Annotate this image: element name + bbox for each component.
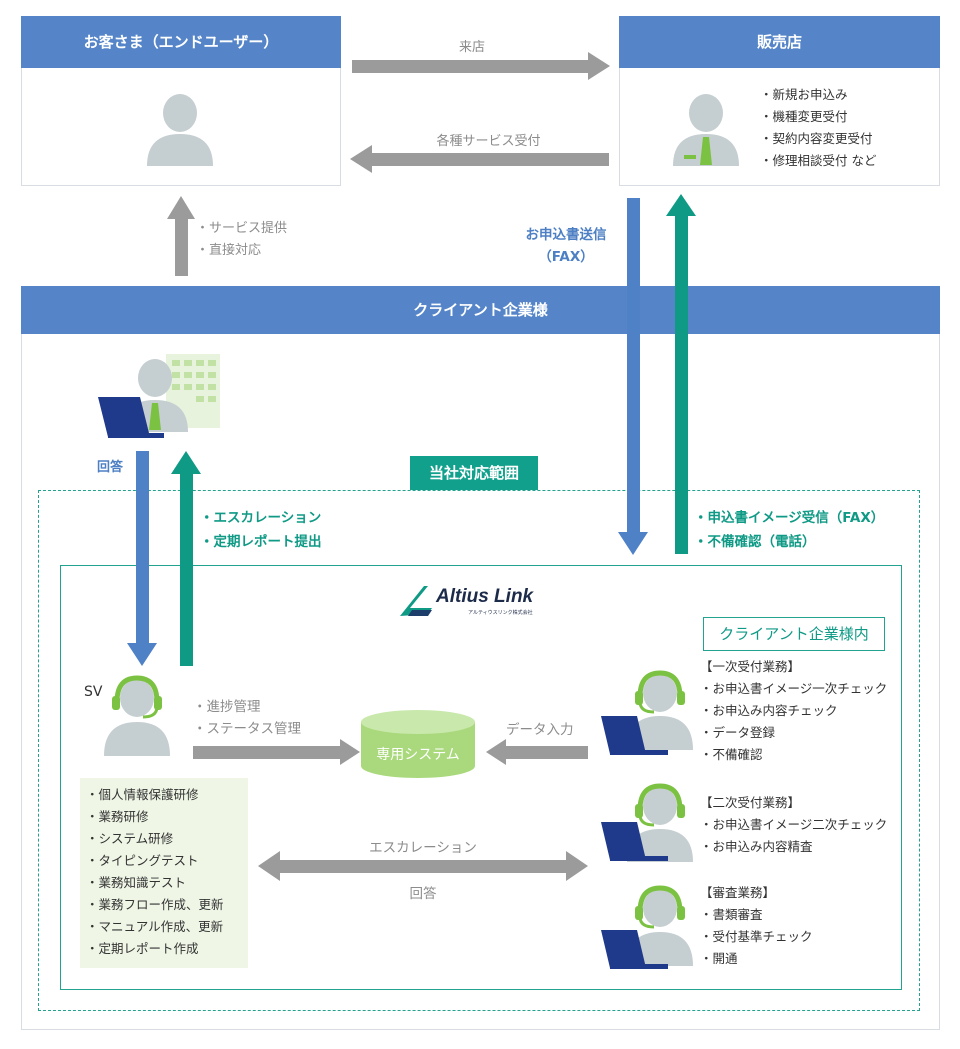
operation-item: ・データ登録 [700,725,776,740]
image-receive-label: ・申込書イメージ受信（FAX） ・不備確認（電話） [694,506,884,554]
training-item: ・業務知識テスト [86,875,187,890]
store-header: 販売店 [619,16,940,68]
sv-label: SV [84,684,103,700]
escalation-up-arrow [171,451,201,666]
progress-arrow [193,739,360,765]
operation-group-1: 【一次受付業務】 ・お申込書イメージ一次チェック ・お申込み内容チェック ・デー… [700,656,887,766]
escalation-top-line: ・エスカレーション [200,510,322,526]
store-task: ・機種変更受付 [760,109,848,124]
training-item: ・個人情報保護研修 [86,787,199,802]
scope-label: 当社対応範囲 [410,456,538,490]
service-provision-arrow [167,196,195,276]
system-cylinder-icon [361,710,475,778]
operation-item: ・受付基準チェック [700,929,813,944]
data-entry-arrow [486,739,588,765]
image-receive-line: ・申込書イメージ受信（FAX） [694,510,885,526]
client-internal-label: クライアント企業様内 [703,617,885,651]
visit-label: 来店 [458,40,485,55]
data-entry-label: データ入力 [506,722,574,738]
client-person-icon [98,354,220,438]
operation-item: ・お申込書イメージ二次チェック [700,817,888,832]
application-send-arrow [618,198,648,555]
progress-item: ・ステータス管理 [193,721,301,737]
store-task: ・新規お申込み [760,87,848,102]
escalation-double-arrow [258,851,588,881]
operation-group-3: 【審査業務】 ・書類審査 ・受付基準チェック ・開通 [700,882,813,970]
answer-mid-label: 回答 [409,886,437,902]
operation-item: ・お申込み内容チェック [700,703,838,718]
client-header: クライアント企業様 [21,286,940,334]
scope-area [38,490,920,1011]
operation-group-2: 【二次受付業務】 ・お申込書イメージ二次チェック ・お申込み内容精査 [700,792,887,858]
system-label: 専用システム [376,747,460,763]
training-item: ・業務研修 [86,809,149,824]
store-task: ・契約内容変更受付 [760,131,873,146]
service-provision-list: ・サービス提供 ・直接対応 [196,218,287,262]
operation-item: ・お申込み内容精査 [700,839,813,854]
visit-arrow [352,52,610,80]
training-item: ・定期レポート作成 [86,941,199,956]
operator-icon-3 [601,885,693,969]
altius-logo: Altius Link アルティウスリンク株式会社 [398,584,558,618]
operation-title: 【審査業務】 [700,885,776,900]
customer-header: お客さま（エンドユーザー） [21,16,341,68]
application-send-line: （FAX） [538,249,594,265]
application-send-label: お申込書送信 （FAX） [510,224,622,268]
store-person-icon [673,94,739,166]
training-item: ・業務フロー作成、更新 [86,897,224,912]
training-item: ・マニュアル作成、更新 [86,919,224,934]
training-item: ・システム研修 [86,831,174,846]
service-reception-label: 各種サービス受付 [436,134,541,149]
operator-icon-2 [601,783,693,862]
service-provision-item: ・サービス提供 [196,221,288,236]
escalation-top-line: ・定期レポート提出 [200,534,322,550]
training-item: ・タイピングテスト [86,853,199,868]
service-reception-arrow [350,145,609,173]
operator-icon-1 [601,670,693,755]
operation-item: ・お申込書イメージ一次チェック [700,681,888,696]
progress-list: ・進捗管理 ・ステータス管理 [193,696,301,740]
altius-logo-sub: アルティウスリンク株式会社 [468,610,533,616]
operation-title: 【一次受付業務】 [700,659,801,674]
training-list: ・個人情報保護研修 ・業務研修 ・システム研修 ・タイピングテスト ・業務知識テ… [86,784,224,960]
image-receive-line: ・不備確認（電話） [694,534,816,550]
escalation-top-label: ・エスカレーション ・定期レポート提出 [200,506,322,554]
operation-item: ・不備確認 [700,747,763,762]
training-box [80,778,248,968]
store-task-list: ・新規お申込み ・機種変更受付 ・契約内容変更受付 ・修理相談受付 など [760,84,876,172]
operation-item: ・開通 [700,951,738,966]
progress-item: ・進捗管理 [193,699,261,715]
sv-operator-icon [104,675,170,756]
store-task: ・修理相談受付 など [760,153,877,168]
altius-logo-mark [400,586,432,616]
operation-title: 【二次受付業務】 [700,795,801,810]
application-send-line: お申込書送信 [525,227,607,243]
escalation-mid-label: エスカレーション [369,840,477,856]
operation-item: ・書類審査 [700,907,763,922]
altius-logo-text: Altius Link [436,586,534,607]
answer-label: 回答 [97,460,124,475]
answer-arrow [127,451,157,666]
service-provision-item: ・直接対応 [196,243,262,258]
image-receive-arrow [666,194,696,554]
customer-person-icon [147,94,213,166]
altius-area [60,565,902,990]
